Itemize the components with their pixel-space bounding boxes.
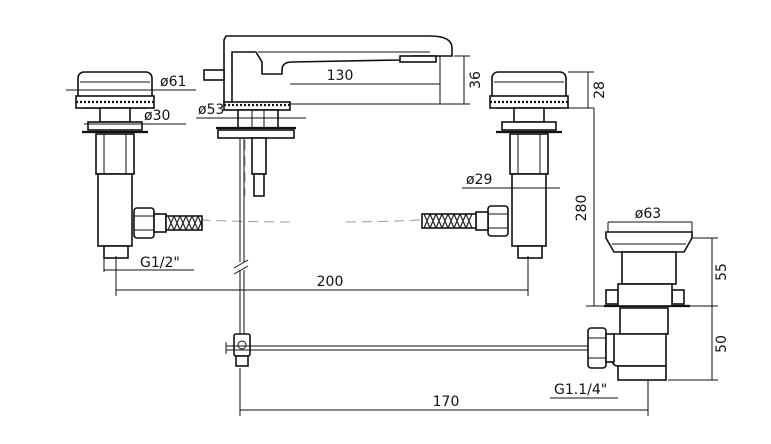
right-hose (421, 213, 477, 229)
left-handle-knurl (75, 95, 155, 109)
spout-body (223, 35, 453, 105)
right-hose-nut (487, 205, 509, 237)
dim-drain-lower-height: 50 (714, 335, 730, 353)
right-valve-body (511, 173, 547, 247)
right-valve-upper (509, 133, 549, 175)
dim-handle-spacing: 200 (317, 274, 344, 290)
hidden-hose-left (199, 219, 291, 223)
dim-overall-height: 280 (574, 195, 590, 222)
right-handle-assembly (421, 71, 569, 259)
dim-pop-up-rod-length: 170 (433, 394, 460, 410)
left-hose-ferrule (153, 213, 167, 233)
dim-handle-diameter: ø61 (160, 74, 186, 90)
dim-drain-thread: G1.1/4" (554, 382, 607, 398)
drain-tail (617, 365, 667, 381)
drain-body-lower (611, 333, 667, 367)
pop-up-knob (203, 69, 225, 81)
right-hose-ferrule (475, 211, 489, 231)
left-valve-upper (95, 133, 135, 175)
spout-mount (237, 109, 279, 129)
spout-assembly (203, 35, 453, 367)
drain-body-mid (619, 307, 669, 335)
left-hose-nut (133, 207, 155, 239)
drain-flange (605, 231, 693, 253)
right-flange (501, 121, 557, 131)
right-handle-knurl (489, 95, 569, 109)
left-handle-neck (99, 107, 131, 123)
rod-clamp (233, 333, 251, 357)
spout-flange (217, 129, 295, 139)
break-symbol (233, 259, 249, 275)
rod-clamp-screw (235, 355, 249, 367)
drain-assembly (225, 231, 693, 381)
dim-valve-diameter: ø29 (466, 172, 492, 188)
right-thread (517, 245, 543, 259)
dim-spout-height: 36 (468, 71, 484, 89)
drain-body-upper (621, 251, 677, 285)
right-handle-neck (513, 107, 545, 123)
dim-handle-height: 28 (592, 81, 608, 99)
left-handle-assembly (75, 71, 203, 259)
left-flange (87, 121, 143, 131)
spout-aerator (399, 55, 437, 63)
left-valve-body (97, 173, 133, 247)
hidden-hose-right (339, 219, 421, 223)
drain-pivot-washer (605, 333, 615, 363)
dim-connection-thread: G1/2" (140, 255, 180, 271)
spout-thread (253, 173, 265, 197)
dim-body-diameter: ø53 (198, 102, 224, 118)
drain-pivot-nut (587, 327, 607, 369)
drain-nut-right (671, 289, 685, 305)
drain-locknut (617, 283, 673, 307)
dimension-lines (66, 55, 718, 416)
dim-drain-flange-diameter: ø63 (635, 206, 661, 222)
drain-nut-left (605, 289, 619, 305)
dim-spout-reach: 130 (327, 68, 354, 84)
dim-handle-stem-diameter: ø30 (144, 108, 170, 124)
dim-drain-upper-height: 55 (714, 263, 730, 281)
spout-shank (251, 137, 267, 175)
